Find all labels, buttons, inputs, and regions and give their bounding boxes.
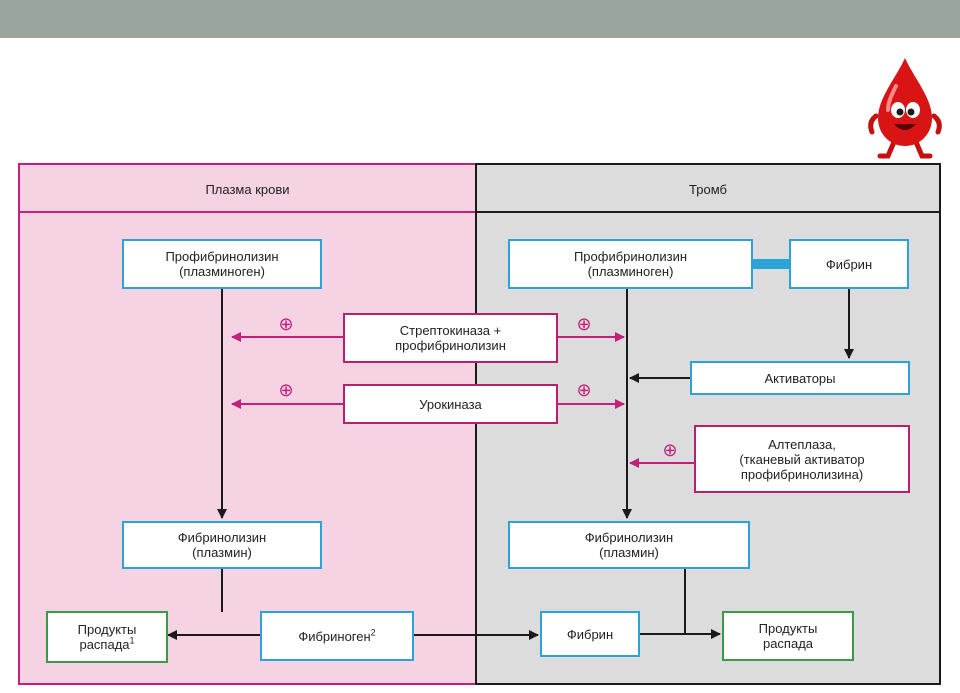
box-label: (плазминоген) xyxy=(179,264,265,279)
thrombus-header: Тромб xyxy=(689,181,727,197)
fibrinogen-box: Фибриноген2 xyxy=(260,611,414,661)
box-label: (плазмин) xyxy=(192,545,252,560)
box-label: Фибрин xyxy=(566,626,614,642)
box-label: Фибринолизин xyxy=(177,530,267,545)
plasma-products-box: Продукты распада1 xyxy=(46,611,168,663)
box-label: (плазминоген) xyxy=(587,264,674,279)
box-label: Урокиназа xyxy=(419,396,482,412)
box-label: Фибринолизин xyxy=(584,530,674,545)
box-label: распада xyxy=(79,637,130,652)
alteplase-box: Алтеплаза, (тканевый активатор профибрин… xyxy=(694,425,910,493)
box-label-line: Фибриноген2 xyxy=(298,627,376,644)
box-label: Продукты xyxy=(758,621,818,636)
plasma-fibrinolysin-box: Фибринолизин (плазмин) xyxy=(122,521,322,569)
box-label: (тканевый активатор xyxy=(739,451,865,467)
footnote-mark: 2 xyxy=(370,627,376,638)
plus-symbol: ⊕ xyxy=(278,313,294,334)
box-label: Фибриноген xyxy=(298,628,371,644)
box-label: (плазмин) xyxy=(599,545,659,560)
box-label: Профибринолизин xyxy=(573,249,688,264)
box-label: Фибрин xyxy=(825,256,873,272)
plasma-profibrinolysin-box: Профибринолизин (плазминоген) xyxy=(122,239,322,289)
plus-symbol: ⊕ xyxy=(576,313,592,334)
blood-drop-mascot-icon xyxy=(868,58,942,159)
streptokinase-box: Стрептокиназа + профибринолизин xyxy=(343,313,558,363)
box-label: Продукты xyxy=(77,622,137,637)
box-label: распада xyxy=(762,636,814,651)
activators-box: Активаторы xyxy=(690,361,910,395)
plus-symbol: ⊕ xyxy=(662,439,678,460)
fibrin-bottom-box: Фибрин xyxy=(540,611,640,657)
fibrin-top-box: Фибрин xyxy=(789,239,909,289)
thrombus-products-box: Продукты распада xyxy=(722,611,854,661)
top-bar xyxy=(0,0,960,38)
box-label: Алтеплаза, xyxy=(768,436,836,452)
box-label: Стрептокиназа + xyxy=(399,323,502,338)
plasma-header: Плазма крови xyxy=(205,181,290,197)
thrombus-profibrinolysin-box: Профибринолизин (плазминоген) xyxy=(508,239,753,289)
box-label: профибринолизина) xyxy=(740,466,864,482)
box-label-line: распада1 xyxy=(79,635,135,652)
plus-symbol: ⊕ xyxy=(576,379,592,400)
thrombus-fibrinolysin-box: Фибринолизин (плазмин) xyxy=(508,521,750,569)
plus-symbol: ⊕ xyxy=(278,379,294,400)
box-label: Активаторы xyxy=(764,370,836,386)
box-label: Профибринолизин xyxy=(165,249,279,264)
footnote-mark: 1 xyxy=(129,635,135,646)
urokinase-box: Урокиназа xyxy=(343,384,558,424)
box-label: профибринолизин xyxy=(395,338,506,353)
